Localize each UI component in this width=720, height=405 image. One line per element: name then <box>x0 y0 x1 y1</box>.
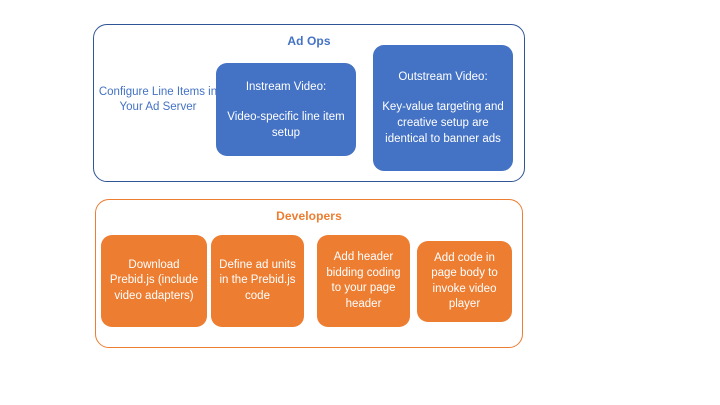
node-add-page-body-code: Add code in page body to invoke video pl… <box>417 241 512 322</box>
node-download-prebid: Download Prebid.js (include video adapte… <box>101 235 207 327</box>
node-add-header-bidding-code-label: Add header bidding coding to your page h… <box>326 251 401 310</box>
group-title-ad-ops: Ad Ops <box>287 34 331 48</box>
node-outstream-video: Outstream Video: Key-value targeting and… <box>373 45 513 171</box>
node-add-header-bidding-code: Add header bidding coding to your page h… <box>317 235 410 327</box>
node-configure-line-items-label: Configure Line Items in Your Ad Server <box>98 85 218 114</box>
node-instream-video-content: Instream Video: Video-specific line item… <box>222 79 350 141</box>
node-configure-line-items: Configure Line Items in Your Ad Server <box>97 70 219 130</box>
node-instream-video: Instream Video: Video-specific line item… <box>216 63 356 156</box>
spacer <box>222 95 350 109</box>
node-outstream-video-body: Key-value targeting and creative setup a… <box>382 101 504 145</box>
node-define-ad-units-label: Define ad units in the Prebid.js code <box>219 258 296 302</box>
node-add-page-body-code-label: Add code in page body to invoke video pl… <box>431 251 498 311</box>
node-instream-video-heading: Instream Video: <box>245 80 327 93</box>
node-define-ad-units: Define ad units in the Prebid.js code <box>211 235 304 327</box>
node-outstream-video-heading: Outstream Video: <box>398 71 488 83</box>
node-outstream-video-content: Outstream Video: Key-value targeting and… <box>379 69 507 147</box>
spacer <box>379 85 507 99</box>
group-title-developers: Developers <box>276 209 342 223</box>
node-download-prebid-label: Download Prebid.js (include video adapte… <box>109 258 199 302</box>
node-instream-video-body: Video-specific line item setup <box>227 110 345 139</box>
